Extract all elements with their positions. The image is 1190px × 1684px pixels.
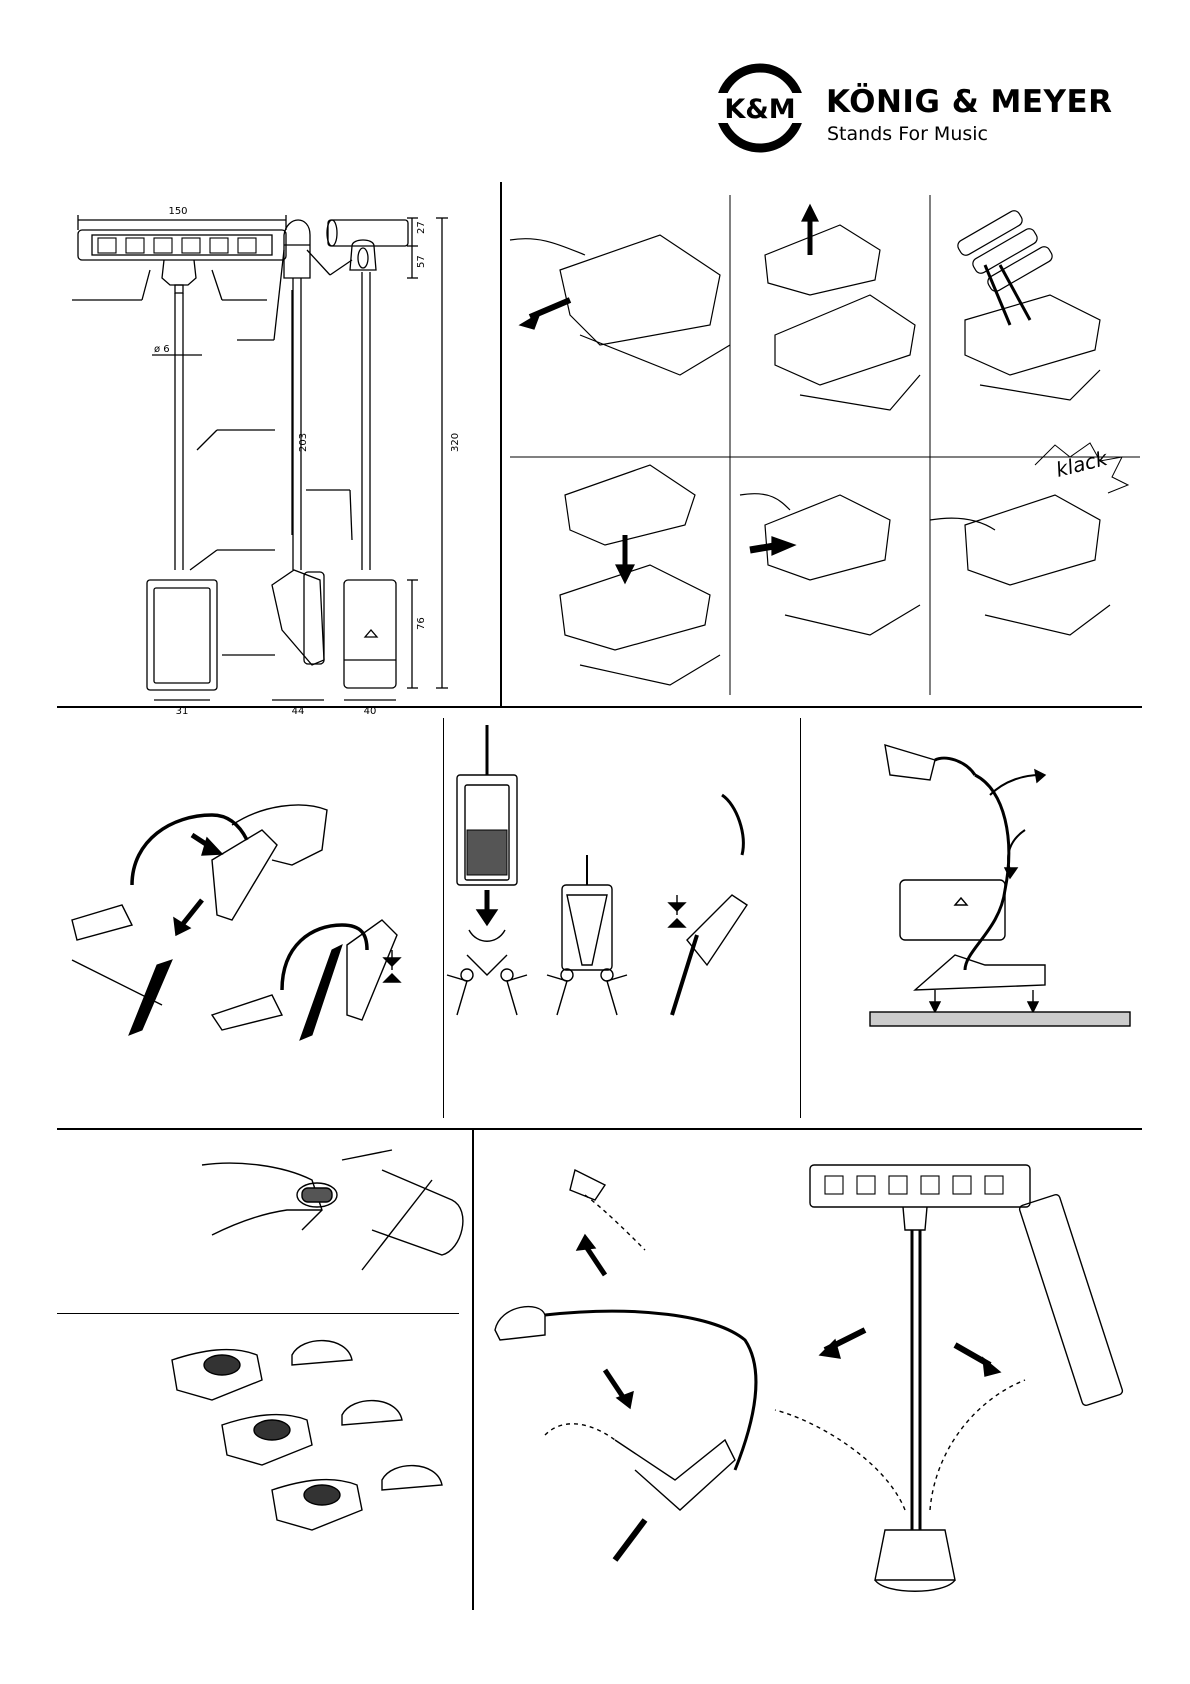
- divider-v-mid-2: [800, 718, 801, 1118]
- mounting-illustration: [62, 730, 442, 1110]
- brand-tagline: Stands For Music: [827, 123, 988, 145]
- km-logo-icon: K&M: [714, 62, 814, 154]
- logo-text: K&M: [724, 94, 795, 125]
- step-1-slide-cover: [510, 235, 730, 375]
- table-stand-illustration: [805, 720, 1135, 1100]
- divider-v-mid-1: [443, 718, 444, 1118]
- dimension-drawing: 150 ø 6 27 57 203 320 76 31 44 40: [62, 190, 502, 710]
- dim-31: 31: [176, 706, 189, 717]
- brand-logo: K&M KÖNIG & MEYER Stands For Music: [714, 62, 1134, 154]
- dim-40: 40: [364, 706, 377, 717]
- battery-steps-grid: klack: [510, 195, 1140, 695]
- step-5-press-cover: [740, 494, 920, 635]
- switch-illustration: [62, 1140, 462, 1315]
- dim-76: 76: [416, 617, 427, 630]
- dim-320: 320: [450, 433, 461, 452]
- dim-44: 44: [292, 706, 305, 717]
- step-4-place-cover: [560, 465, 720, 685]
- clip-detail-illustration: [447, 725, 797, 1115]
- divider-v-bottom: [472, 1130, 474, 1610]
- brightness-levels-illustration: [62, 1320, 462, 1620]
- dim-width-top: 150: [168, 206, 187, 217]
- adjustment-illustration: [485, 1140, 1135, 1630]
- dim-27: 27: [416, 221, 427, 234]
- dim-57: 57: [416, 255, 427, 268]
- dim-203: 203: [298, 433, 309, 452]
- dim-diameter: ø 6: [154, 344, 170, 355]
- brand-name: KÖNIG & MEYER: [826, 84, 1113, 120]
- led-squares: [98, 238, 256, 253]
- led-squares-bottom: [825, 1176, 1003, 1194]
- step-2-remove-cover: [765, 205, 920, 410]
- step-3-insert-batteries: [956, 209, 1100, 400]
- divider-h-2: [57, 1128, 1142, 1130]
